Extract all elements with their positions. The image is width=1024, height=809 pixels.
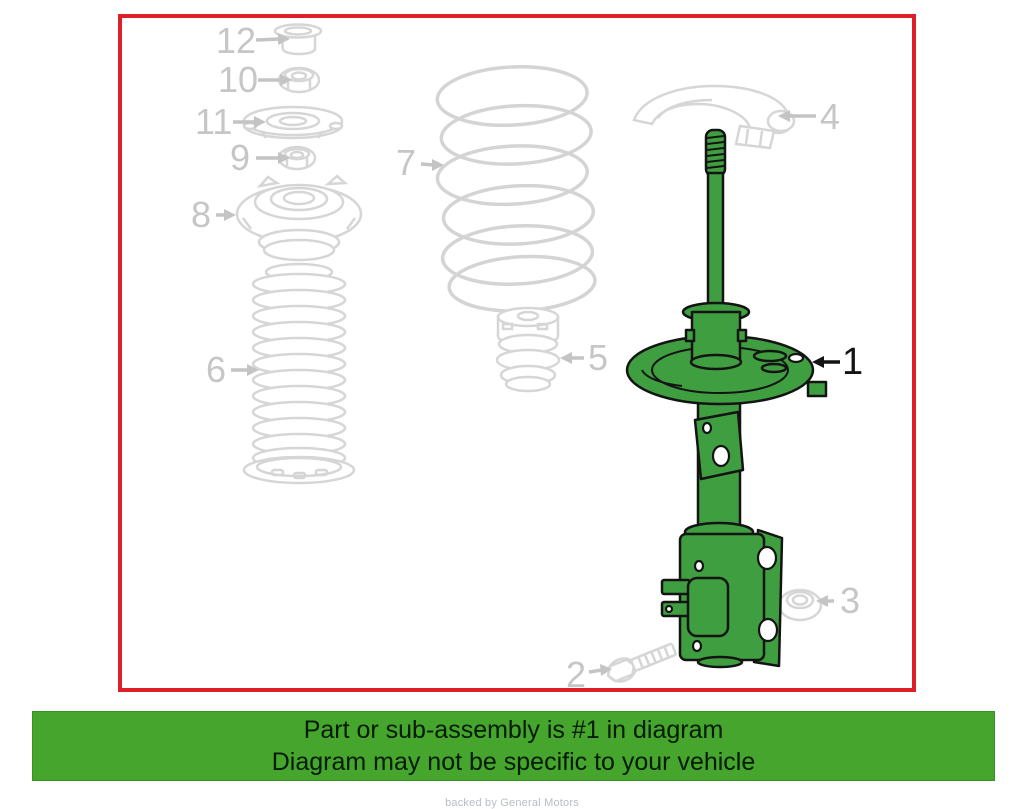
arrow-7 xyxy=(420,159,444,171)
arrow-2 xyxy=(588,664,612,676)
arrow-6 xyxy=(231,364,259,376)
arrow-8 xyxy=(216,209,236,221)
part-label-10[interactable]: 10 xyxy=(218,59,259,100)
part-label-2[interactable]: 2 xyxy=(566,654,587,695)
part-label-3[interactable]: 3 xyxy=(840,580,861,621)
part-art-strut-1[interactable] xyxy=(625,128,828,669)
part-label-12[interactable]: 12 xyxy=(216,20,257,61)
part-art-cap-12 xyxy=(273,23,323,56)
arrow-10 xyxy=(258,74,292,86)
arrow-1 xyxy=(812,356,840,368)
arrow-11 xyxy=(233,116,266,128)
part-art-spring-seat-4 xyxy=(632,84,796,150)
arrow-12 xyxy=(255,33,290,45)
part-art-strut-mount-8 xyxy=(235,174,363,262)
part-label-4[interactable]: 4 xyxy=(820,96,841,137)
arrow-9 xyxy=(256,152,290,164)
part-label-9[interactable]: 9 xyxy=(230,137,251,178)
backed-by-footer: backed by General Motors xyxy=(445,797,579,809)
part-art-dust-boot-6 xyxy=(242,262,356,485)
banner-line-2: Diagram may not be specific to your vehi… xyxy=(271,748,756,776)
part-label-6[interactable]: 6 xyxy=(206,349,227,390)
diagram-note-banner: Part or sub-assembly is #1 in diagram Di… xyxy=(32,711,995,781)
part-label-1[interactable]: 1 xyxy=(842,341,864,383)
part-art-bolt-2 xyxy=(606,642,677,683)
part-label-11[interactable]: 11 xyxy=(195,101,233,142)
part-art-nut-10 xyxy=(277,66,321,94)
part-art-bump-stop-5 xyxy=(495,306,561,393)
exploded-parts-diagram xyxy=(216,23,840,683)
part-art-nut-3 xyxy=(777,588,823,622)
part-label-5[interactable]: 5 xyxy=(588,337,609,378)
part-label-7[interactable]: 7 xyxy=(396,142,417,183)
arrow-3 xyxy=(816,595,834,607)
arrow-5 xyxy=(560,352,584,364)
banner-line-1: Part or sub-assembly is #1 in diagram xyxy=(303,716,724,744)
part-art-nut-9 xyxy=(277,145,317,171)
part-art-coil-spring-7 xyxy=(435,65,597,313)
part-art-mount-plate-11 xyxy=(242,105,344,140)
diagram-frame: 12 10 11 9 8 7 6 5 4 1 3 2 xyxy=(118,14,916,695)
arrow-4 xyxy=(778,110,816,122)
part-label-8[interactable]: 8 xyxy=(191,194,212,235)
